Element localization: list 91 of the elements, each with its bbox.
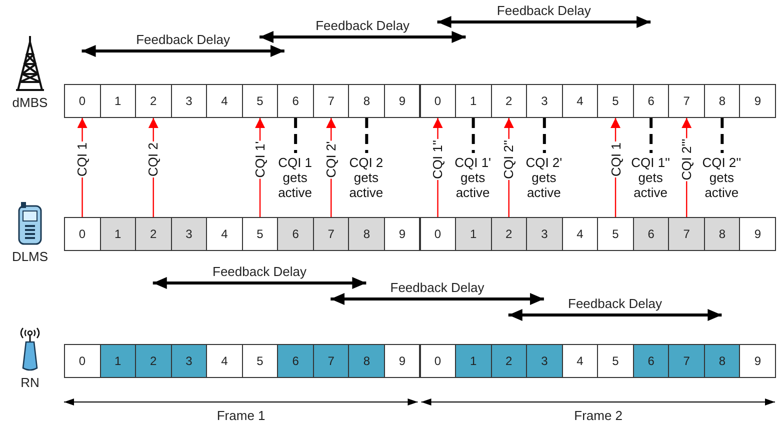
- subframe-cell: 1: [100, 217, 136, 251]
- subframe-cell: 4: [206, 344, 243, 378]
- subframe-cell: 1: [455, 84, 492, 118]
- subframe-cell: 2: [490, 344, 528, 378]
- edge-label: CQI 1': [252, 140, 268, 179]
- subframe-cell: 0: [420, 344, 456, 378]
- edge-label: CQI 1: [608, 142, 623, 178]
- dashed-marker-line: [365, 118, 368, 153]
- subframe-cell: 2: [490, 84, 528, 118]
- subframe-cell: 4: [562, 217, 598, 251]
- dimension-label: Feedback Delay: [136, 32, 230, 47]
- subframe-cell: 0: [64, 344, 101, 378]
- subframe-cell: 8: [348, 344, 385, 378]
- subframe-cell: 8: [704, 217, 740, 251]
- status-note: CQI 1 gets active: [266, 155, 324, 200]
- subframe-cell: 1: [100, 84, 136, 118]
- subframe-cell: 2: [490, 217, 528, 251]
- edge-label: CQI 2': [324, 140, 339, 179]
- subframe-cell: 0: [420, 84, 456, 118]
- dimension-label: Feedback Delay: [568, 296, 662, 311]
- dimension-label: Feedback Delay: [390, 280, 484, 295]
- subframe-cell: 2: [135, 84, 172, 118]
- subframe-cell: 3: [170, 84, 208, 118]
- subframe-cell: 5: [242, 344, 278, 378]
- subframe-cell: 4: [206, 217, 243, 251]
- subframe-cell: 6: [632, 344, 670, 378]
- subframe-cell: 9: [739, 344, 776, 378]
- subframe-cell: 0: [420, 217, 456, 251]
- station-label: DLMS: [12, 249, 48, 264]
- subframe-cell: 0: [64, 84, 101, 118]
- station-label: dMBS: [12, 95, 48, 110]
- subframe-cell: 3: [526, 217, 563, 251]
- subframe-cell: 9: [384, 344, 420, 378]
- status-note: CQI 2'' gets active: [692, 155, 751, 200]
- subframe-cell: 2: [135, 344, 172, 378]
- subframe-cell: 8: [348, 84, 385, 118]
- subframe-cell: 8: [704, 84, 740, 118]
- status-note: CQI 2' gets active: [514, 155, 573, 200]
- subframe-cell: 7: [668, 217, 705, 251]
- edge-label: CQI 1: [74, 142, 90, 178]
- subframe-cell: 5: [597, 84, 634, 118]
- status-note: CQI 2 gets active: [337, 155, 396, 200]
- status-note: CQI 1'' gets active: [622, 155, 680, 200]
- subframe-cell: 9: [384, 217, 420, 251]
- subframe-cell: 4: [562, 344, 598, 378]
- dimension-label: Feedback Delay: [316, 18, 410, 33]
- subframe-cell: 8: [704, 344, 740, 378]
- subframe-cell: 5: [242, 217, 278, 251]
- edge-label: CQI 2: [146, 142, 161, 178]
- subframe-cell: 6: [277, 84, 314, 118]
- status-note: CQI 1' gets active: [444, 155, 502, 200]
- subframe-cell: 5: [242, 84, 278, 118]
- subframe-cell: 6: [632, 84, 670, 118]
- subframe-cell: 3: [526, 84, 563, 118]
- dimension-label: Frame 1: [216, 408, 266, 423]
- subframe-cell: 9: [384, 84, 420, 118]
- dimension-label: Frame 2: [574, 408, 623, 423]
- subframe-cell: 2: [135, 217, 172, 251]
- subframe-cell: 8: [348, 217, 385, 251]
- subframe-cell: 1: [455, 217, 492, 251]
- station-label: RN: [20, 375, 40, 390]
- subframe-cell: 6: [277, 344, 314, 378]
- subframe-cell: 7: [312, 84, 350, 118]
- dashed-marker-line: [472, 118, 475, 153]
- edge-label: CQI 2''': [679, 138, 694, 182]
- dimension-label: Feedback Delay: [212, 264, 306, 279]
- subframe-cell: 3: [170, 217, 208, 251]
- subframe-cell: 1: [455, 344, 492, 378]
- dashed-marker-line: [294, 118, 298, 153]
- subframe-cell: 3: [526, 344, 563, 378]
- subframe-cell: 3: [170, 344, 208, 378]
- subframe-cell: 5: [597, 217, 634, 251]
- subframe-cell: 4: [562, 84, 598, 118]
- dashed-marker-line: [542, 118, 546, 153]
- subframe-cell: 5: [597, 344, 634, 378]
- dashed-marker-line: [650, 118, 653, 153]
- edge-label: CQI 1'': [430, 139, 446, 180]
- subframe-cell: 6: [632, 217, 670, 251]
- dashed-marker-line: [720, 118, 724, 153]
- subframe-cell: 1: [100, 344, 136, 378]
- subframe-cell: 7: [668, 84, 705, 118]
- subframe-cell: 7: [312, 217, 350, 251]
- subframe-cell: 7: [668, 344, 705, 378]
- subframe-cell: 9: [739, 84, 776, 118]
- subframe-cell: 0: [64, 217, 101, 251]
- subframe-cell: 4: [206, 84, 243, 118]
- subframe-cell: 9: [739, 217, 776, 251]
- subframe-cell: 7: [312, 344, 350, 378]
- dimension-label: Feedback Delay: [496, 3, 591, 18]
- subframe-cell: 6: [277, 217, 314, 251]
- edge-label: CQI 2'': [501, 139, 516, 180]
